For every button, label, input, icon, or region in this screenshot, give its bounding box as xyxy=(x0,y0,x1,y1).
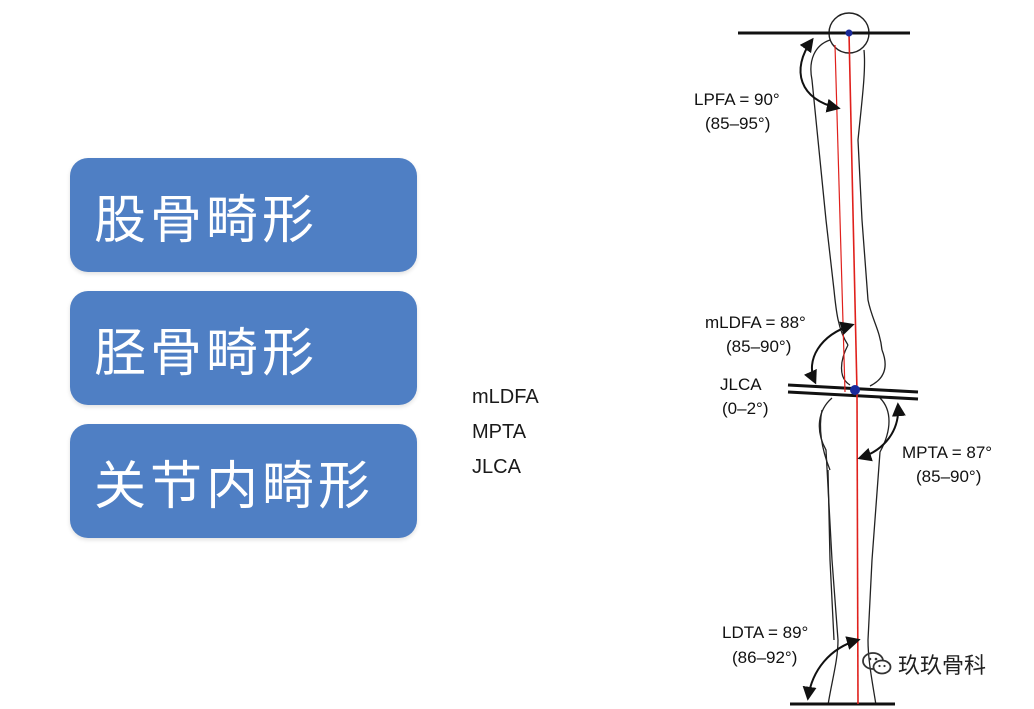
abbr-mldfa: mLDFA xyxy=(472,386,539,408)
ldta-label: LDTA = 89° xyxy=(722,623,809,642)
femur-outline xyxy=(810,39,886,387)
lpfa-range: (85–95°) xyxy=(705,114,771,133)
jlca-range: (0–2°) xyxy=(722,399,769,418)
mldfa-arrow xyxy=(804,321,855,385)
mechanical-axis-tibial xyxy=(856,391,859,705)
watermark: 玖玖骨科 xyxy=(862,648,986,680)
femoral-deformity-box: 股骨畸形 xyxy=(70,158,417,272)
mpta-label: MPTA = 87° xyxy=(902,443,993,462)
intra-articular-deformity-label: 关节内畸形 xyxy=(94,456,375,517)
mpta-range: (85–90°) xyxy=(916,467,982,486)
intra-articular-deformity-box: 关节内畸形 xyxy=(70,424,417,538)
mpta-arrow xyxy=(857,402,906,462)
mldfa-range: (85–90°) xyxy=(726,337,792,356)
watermark-text: 玖玖骨科 xyxy=(898,654,987,679)
abbr-jlca: JLCA xyxy=(472,456,521,478)
tibial-deformity-box: 胫骨畸形 xyxy=(70,291,417,405)
mldfa-label: mLDFA = 88° xyxy=(705,313,806,332)
knee-center-point xyxy=(850,385,860,395)
jlca-label: JLCA xyxy=(720,375,762,394)
femoral-shaft-line xyxy=(834,44,846,393)
lpfa-label: LPFA = 90° xyxy=(694,90,780,109)
wechat-icon xyxy=(862,652,892,675)
femoral-deformity-label: 股骨畸形 xyxy=(94,190,319,251)
ldta-arrow xyxy=(802,636,861,701)
hip-center-point xyxy=(845,29,853,37)
ldta-range: (86–92°) xyxy=(732,648,798,667)
abbr-mpta: MPTA xyxy=(472,421,527,443)
tibial-deformity-label: 胫骨畸形 xyxy=(94,323,319,384)
mechanical-axis-femoral xyxy=(848,32,858,393)
lpfa-arrow xyxy=(799,37,841,113)
knee-line-tibial xyxy=(787,390,919,401)
